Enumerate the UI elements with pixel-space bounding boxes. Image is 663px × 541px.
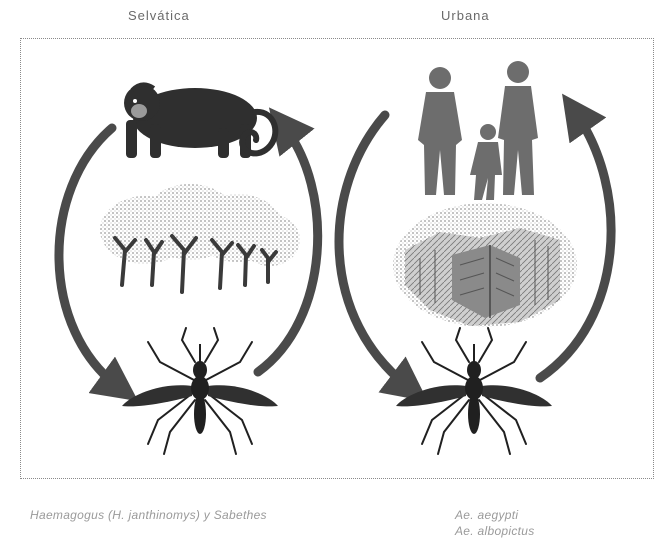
mosquito-icon xyxy=(396,328,552,454)
caption-urban-vector-2: Ae. albopictus xyxy=(455,524,535,538)
city-icon xyxy=(393,203,577,327)
tree-grove-icon xyxy=(100,184,300,292)
mosquito-icon xyxy=(122,328,278,454)
monkey-icon xyxy=(124,84,275,158)
caption-sylvatic-vectors: Haemagogus (H. janthinomys) y Sabethes xyxy=(30,508,267,522)
family-icon xyxy=(418,61,538,200)
arrow-monkey-to-mosquito-left xyxy=(59,128,120,388)
caption-urban-vector-1: Ae. aegypti xyxy=(455,508,518,522)
